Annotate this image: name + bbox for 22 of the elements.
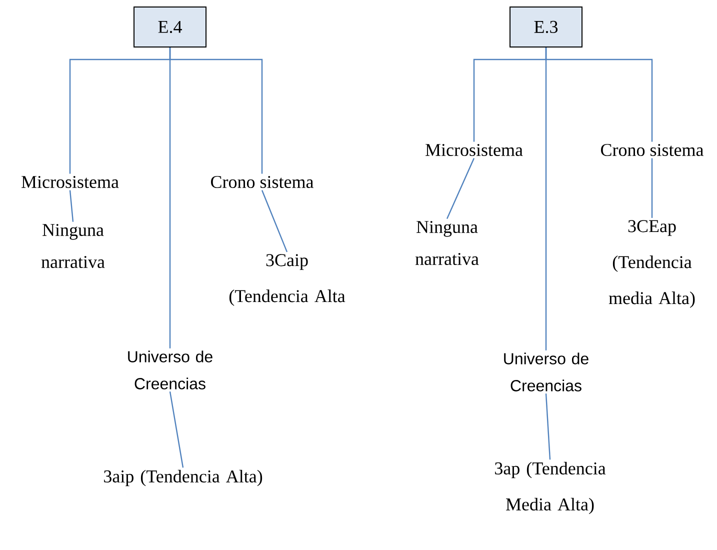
connector-line bbox=[261, 190, 288, 252]
connector-line bbox=[651, 158, 653, 218]
category-label: Microsistema bbox=[22, 176, 119, 188]
category-label: Universo de Creencias bbox=[128, 350, 212, 390]
category-label: Crono sistema bbox=[211, 176, 314, 188]
connector-line bbox=[169, 391, 184, 468]
category-label: Universo de Creencias bbox=[504, 352, 588, 392]
result-text: 3aip (Tendencia Alta) bbox=[104, 470, 262, 486]
category-label: Crono sistema bbox=[601, 144, 704, 156]
connector-line bbox=[169, 48, 263, 174]
connector-line bbox=[446, 158, 475, 219]
connector-line bbox=[69, 190, 74, 222]
category-label: Microsistema bbox=[426, 144, 523, 156]
result-text: 3Caip (Tendencia Alta bbox=[229, 254, 346, 306]
connector-line bbox=[545, 394, 551, 460]
result-text: Ninguna narrativa bbox=[41, 224, 105, 268]
result-text: 3ap (Tendencia Media Alta) bbox=[495, 462, 606, 514]
connector-line bbox=[545, 48, 653, 142]
result-text: Ninguna narrativa bbox=[415, 220, 479, 266]
heading-box: E.4 bbox=[134, 6, 206, 48]
heading-box: E.3 bbox=[510, 6, 582, 48]
result-text: 3CEap (Tendencia media Alta) bbox=[608, 220, 695, 308]
